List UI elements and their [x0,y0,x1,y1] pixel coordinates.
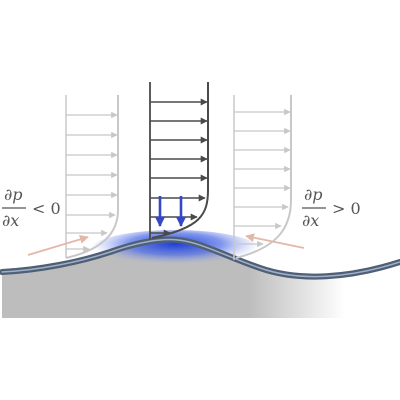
eq-left-numerator: ∂p [4,185,23,204]
eq-right-relation: > 0 [332,199,361,218]
bump-highlight [90,230,260,270]
flow-arrow-left [27,235,89,256]
eq-right-denominator: ∂x [302,211,319,230]
eq-left-relation: < 0 [32,199,61,218]
eq-left-denominator: ∂x [2,211,19,230]
wall-edge-highlight [1,238,400,278]
profile-curve-right [235,95,292,259]
pressure-gradient-left: ∂p ∂x < 0 [2,185,61,230]
pressure-gradient-right: ∂p ∂x > 0 [302,185,361,230]
flow-arrow-right [245,233,305,249]
velocity-profile-right [233,95,292,260]
profile-curve-left [65,95,119,259]
eq-right-numerator: ∂p [304,185,323,204]
velocity-profile-center [149,82,209,240]
velocity-profile-left [65,95,119,259]
